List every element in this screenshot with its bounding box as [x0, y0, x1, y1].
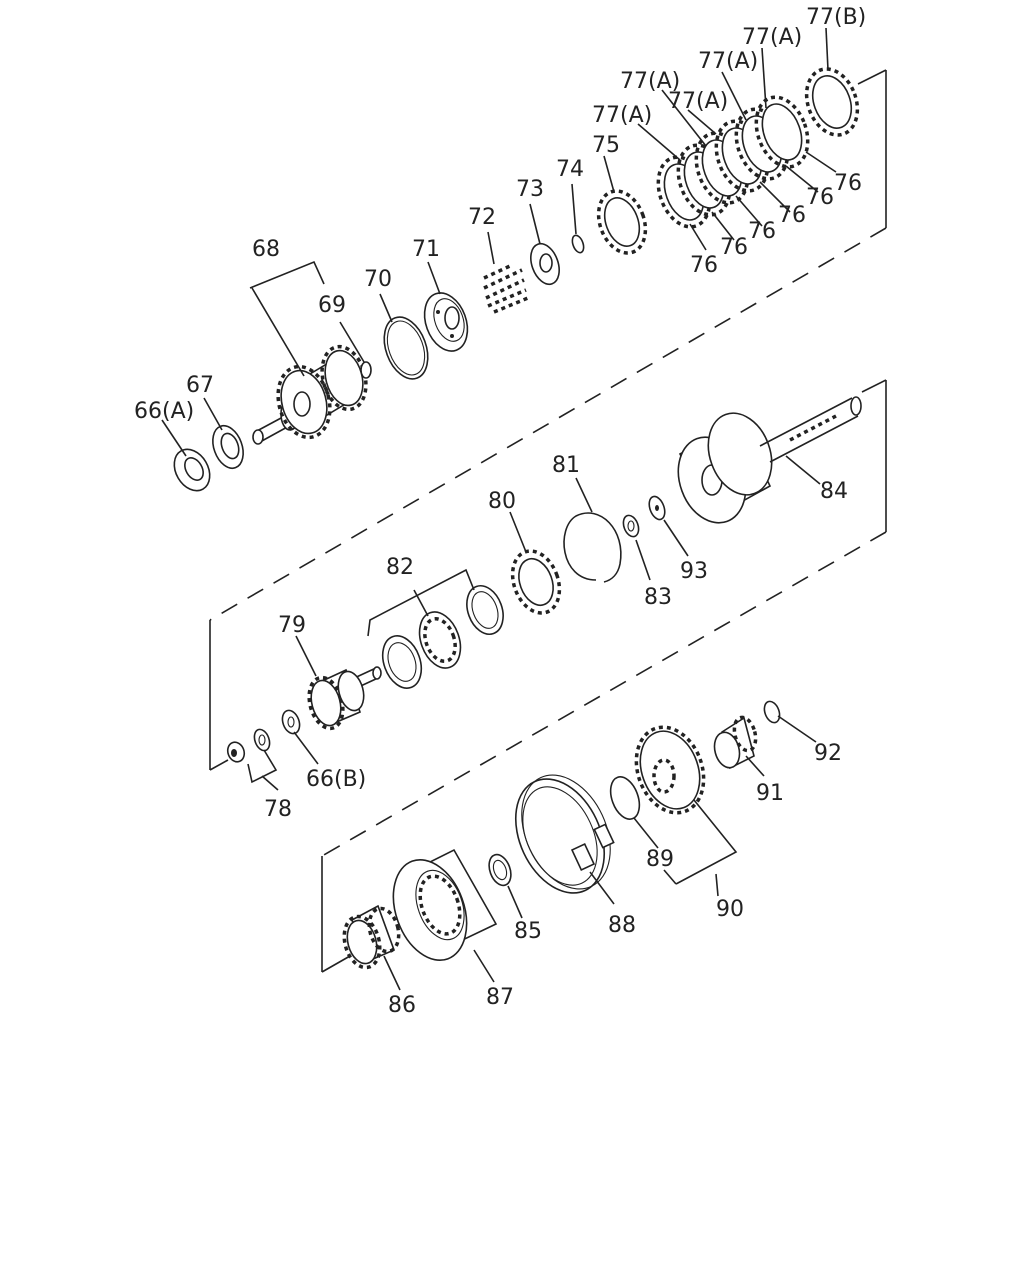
label-76-6: 76 [834, 171, 862, 196]
part-71-piston [423, 292, 469, 352]
label-71: 71 [412, 237, 440, 262]
label-75: 75 [592, 133, 620, 158]
label-69: 69 [318, 293, 346, 318]
group-frame-middle [209, 379, 887, 857]
label-68: 68 [252, 237, 280, 262]
label-74: 74 [556, 157, 584, 182]
label-77a-5: 77(A) [742, 25, 802, 50]
part-76-77a-clutch-pack [656, 95, 810, 229]
label-77a-2: 77(A) [620, 69, 680, 94]
part-83-washer [622, 514, 640, 538]
part-78-washers [226, 728, 271, 763]
label-76-2: 76 [720, 235, 748, 260]
part-67-washer [212, 424, 244, 470]
leader-lines [161, 27, 837, 991]
label-80: 80 [488, 489, 516, 514]
part-82-bearing-set [381, 584, 504, 689]
label-66b: 66(B) [306, 767, 366, 792]
label-77a-3: 77(A) [668, 89, 728, 114]
label-78: 78 [264, 797, 292, 822]
callout-labels: 66(A) 67 68 69 70 71 72 73 74 75 77(A) 7… [134, 5, 866, 1018]
label-73: 73 [516, 177, 544, 202]
label-85: 85 [514, 919, 542, 944]
label-67: 67 [186, 373, 214, 398]
part-84-carrier-shaft [677, 396, 862, 524]
label-93: 93 [680, 559, 708, 584]
label-66a: 66(A) [134, 399, 194, 424]
label-91: 91 [756, 781, 784, 806]
group-frame-upper [209, 69, 887, 621]
label-86: 86 [388, 993, 416, 1018]
part-93-washer [648, 495, 666, 521]
label-84: 84 [820, 479, 848, 504]
label-92: 92 [814, 741, 842, 766]
group-frame-lower [321, 856, 351, 973]
label-76-4: 76 [778, 203, 806, 228]
label-87: 87 [486, 985, 514, 1010]
label-72: 72 [468, 205, 496, 230]
part-87-drum [392, 848, 498, 962]
label-79: 79 [278, 613, 306, 638]
label-77a-4: 77(A) [698, 49, 758, 74]
part-79-gear-shaft [307, 666, 382, 731]
part-74-snap-ring [571, 234, 585, 254]
part-85-washer [488, 853, 512, 887]
label-76-3: 76 [748, 219, 776, 244]
label-89: 89 [646, 847, 674, 872]
part-86-gear [342, 904, 401, 970]
part-69-snap-ring [360, 361, 372, 379]
part-72-return-springs [483, 264, 529, 314]
part-89-snap-ring [609, 776, 641, 820]
part-90-one-way-clutch [634, 725, 706, 815]
label-90: 90 [716, 897, 744, 922]
label-77a-1: 77(A) [592, 103, 652, 128]
label-88: 88 [608, 913, 636, 938]
part-77b-end-plate [804, 67, 860, 137]
label-76-5: 76 [806, 185, 834, 210]
part-80-ring-gear [510, 549, 562, 615]
label-70: 70 [364, 267, 392, 292]
part-88-brake-band [514, 774, 615, 894]
part-91-hub [713, 715, 758, 770]
label-83: 83 [644, 585, 672, 610]
part-92-snap-ring [763, 700, 781, 724]
label-76-1: 76 [690, 253, 718, 278]
label-77b: 77(B) [806, 5, 866, 30]
label-81: 81 [552, 453, 580, 478]
part-68-gear-shaft [252, 344, 368, 445]
part-75-dished-plate [596, 189, 648, 255]
part-73-spring-retainer [530, 242, 560, 286]
part-66b-washer [281, 709, 301, 735]
part-81-snap-ring [563, 512, 622, 583]
label-82: 82 [386, 555, 414, 580]
part-70-o-ring [383, 316, 429, 380]
part-66a-thrust-washer [173, 448, 211, 492]
